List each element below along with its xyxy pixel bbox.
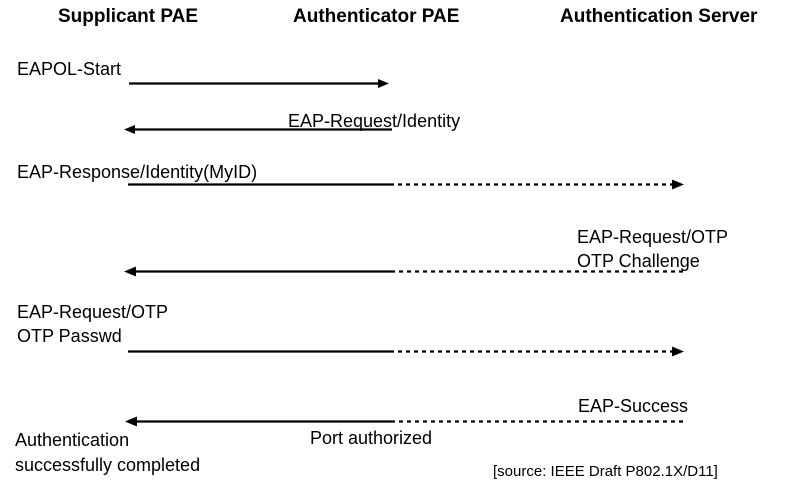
column-header-authenticator-pae: Authenticator PAE bbox=[293, 6, 460, 27]
message-arrow-eap-success bbox=[125, 416, 683, 427]
message-label-eapol-start: EAPOL-Start bbox=[17, 59, 122, 79]
message-arrow-eapol-start bbox=[129, 79, 389, 88]
message-label-eap-request-otp-passwd-line1: EAP-Request/OTP bbox=[17, 302, 169, 322]
message-label-eap-success: EAP-Success bbox=[578, 396, 689, 416]
message-arrow-eap-response-identity-myid bbox=[128, 179, 684, 190]
note-authentication-complete-line2: successfully completed bbox=[15, 455, 201, 475]
message-label-eap-request-otp-passwd-line2: OTP Passwd bbox=[17, 326, 122, 346]
message-label-eap-request-otp-challenge-line1: EAP-Request/OTP bbox=[577, 227, 729, 247]
column-header-supplicant-pae: Supplicant PAE bbox=[58, 6, 199, 27]
message-label-eap-request-otp-challenge-line2: OTP Challenge bbox=[577, 251, 700, 271]
source-citation: [source: IEEE Draft P802.1X/D11] bbox=[493, 463, 718, 480]
note-port-authorized: Port authorized bbox=[310, 428, 433, 448]
message-arrow-eap-request-otp-challenge bbox=[124, 266, 683, 277]
message-arrow-eap-request-identity bbox=[124, 125, 392, 134]
message-label-eap-request-identity: EAP-Request/Identity bbox=[288, 111, 461, 131]
message-label-eap-response-identity-myid: EAP-Response/Identity(MyID) bbox=[17, 162, 258, 182]
column-header-authentication-server: Authentication Server bbox=[560, 6, 758, 27]
note-authentication-complete-line1: Authentication bbox=[15, 430, 130, 450]
message-arrow-eap-request-otp-passwd bbox=[128, 346, 684, 357]
